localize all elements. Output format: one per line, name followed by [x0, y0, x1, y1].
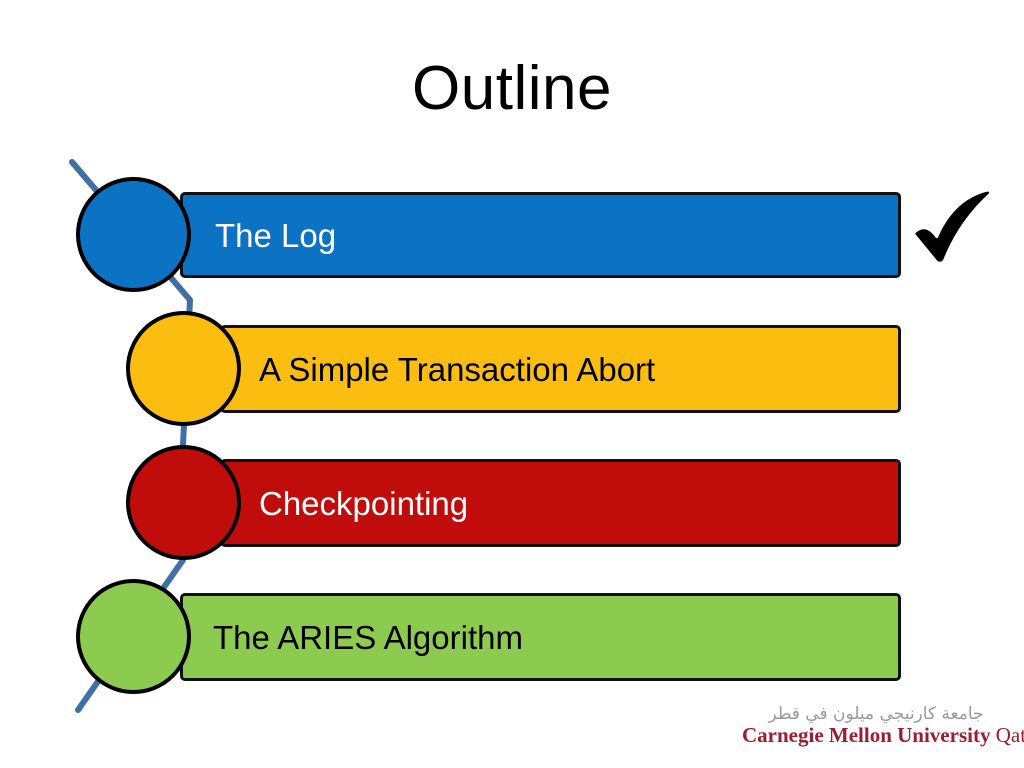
outline-bullet-a-simple-transaction-abort[interactable] [126, 311, 241, 426]
outline-bullet-the-log[interactable] [76, 177, 191, 292]
logo-wordmark: Carnegie Mellon University Qatar [742, 723, 1024, 747]
logo-arabic-text: جامعة كارنيجي ميلون في قطر [768, 704, 984, 724]
outline-bar-checkpointing[interactable]: Checkpointing [220, 459, 901, 547]
outline-label-checkpointing: Checkpointing [259, 484, 469, 522]
logo-campus-name: Qatar [995, 723, 1024, 747]
outline-bar-a-simple-transaction-abort[interactable]: A Simple Transaction Abort [220, 325, 901, 413]
page-title: Outline [412, 54, 612, 123]
logo-university-name: Carnegie Mellon University [742, 723, 991, 747]
outline-label-a-simple-transaction-abort: A Simple Transaction Abort [259, 350, 656, 388]
outline-label-the-log: The Log [215, 216, 337, 254]
checkmark-icon [915, 191, 990, 262]
outline-bullet-the-aries-algorithm[interactable] [76, 579, 191, 694]
cmu-qatar-logo: جامعة كارنيجي ميلون في قطر Carnegie Mell… [742, 704, 1024, 747]
outline-bar-the-aries-algorithm[interactable]: The ARIES Algorithm [180, 593, 901, 681]
outline-bar-the-log[interactable]: The Log [180, 192, 901, 278]
outline-bullet-checkpointing[interactable] [126, 445, 241, 560]
outline-label-the-aries-algorithm: The ARIES Algorithm [213, 618, 523, 656]
